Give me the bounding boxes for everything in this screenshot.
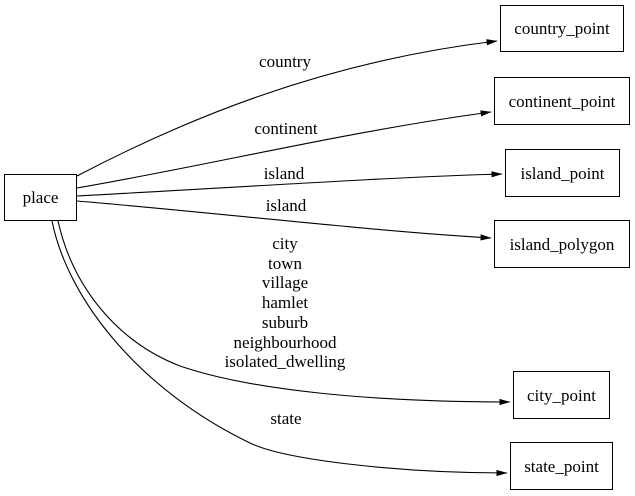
edge-label-state: state bbox=[270, 409, 302, 429]
node-place-label: place bbox=[22, 188, 59, 207]
edge-place-state-point bbox=[51, 220, 508, 477]
node-island-point: island_point bbox=[505, 149, 620, 197]
node-state-point-label: state_point bbox=[524, 456, 599, 476]
edge-label-continent: continent bbox=[254, 119, 318, 139]
edge-place-continent-point bbox=[76, 110, 492, 189]
node-island-point-label: island_point bbox=[520, 163, 605, 183]
edge-label-island-point: island bbox=[263, 164, 305, 184]
edge-place-island-point bbox=[76, 171, 503, 197]
node-place: place bbox=[4, 174, 77, 221]
edge-place-country-point bbox=[76, 39, 498, 177]
node-island-polygon-label: island_polygon bbox=[509, 234, 615, 254]
edge-place-city-point bbox=[57, 220, 511, 406]
node-country-point: country_point bbox=[500, 5, 624, 52]
edge-label-country: country bbox=[259, 52, 311, 72]
node-island-polygon: island_polygon bbox=[494, 220, 630, 268]
node-city-point-label: city_point bbox=[527, 385, 596, 405]
node-city-point: city_point bbox=[513, 371, 610, 419]
edge-label-city-types: city town village hamlet suburb neighbou… bbox=[224, 233, 346, 372]
node-continent-point: continent_point bbox=[494, 77, 630, 125]
node-state-point: state_point bbox=[510, 442, 613, 490]
node-continent-point-label: continent_point bbox=[508, 91, 616, 111]
edge-label-island-polygon: island bbox=[265, 196, 307, 216]
node-country-point-label: country_point bbox=[514, 19, 610, 38]
edge-place-island-polygon bbox=[76, 200, 492, 241]
